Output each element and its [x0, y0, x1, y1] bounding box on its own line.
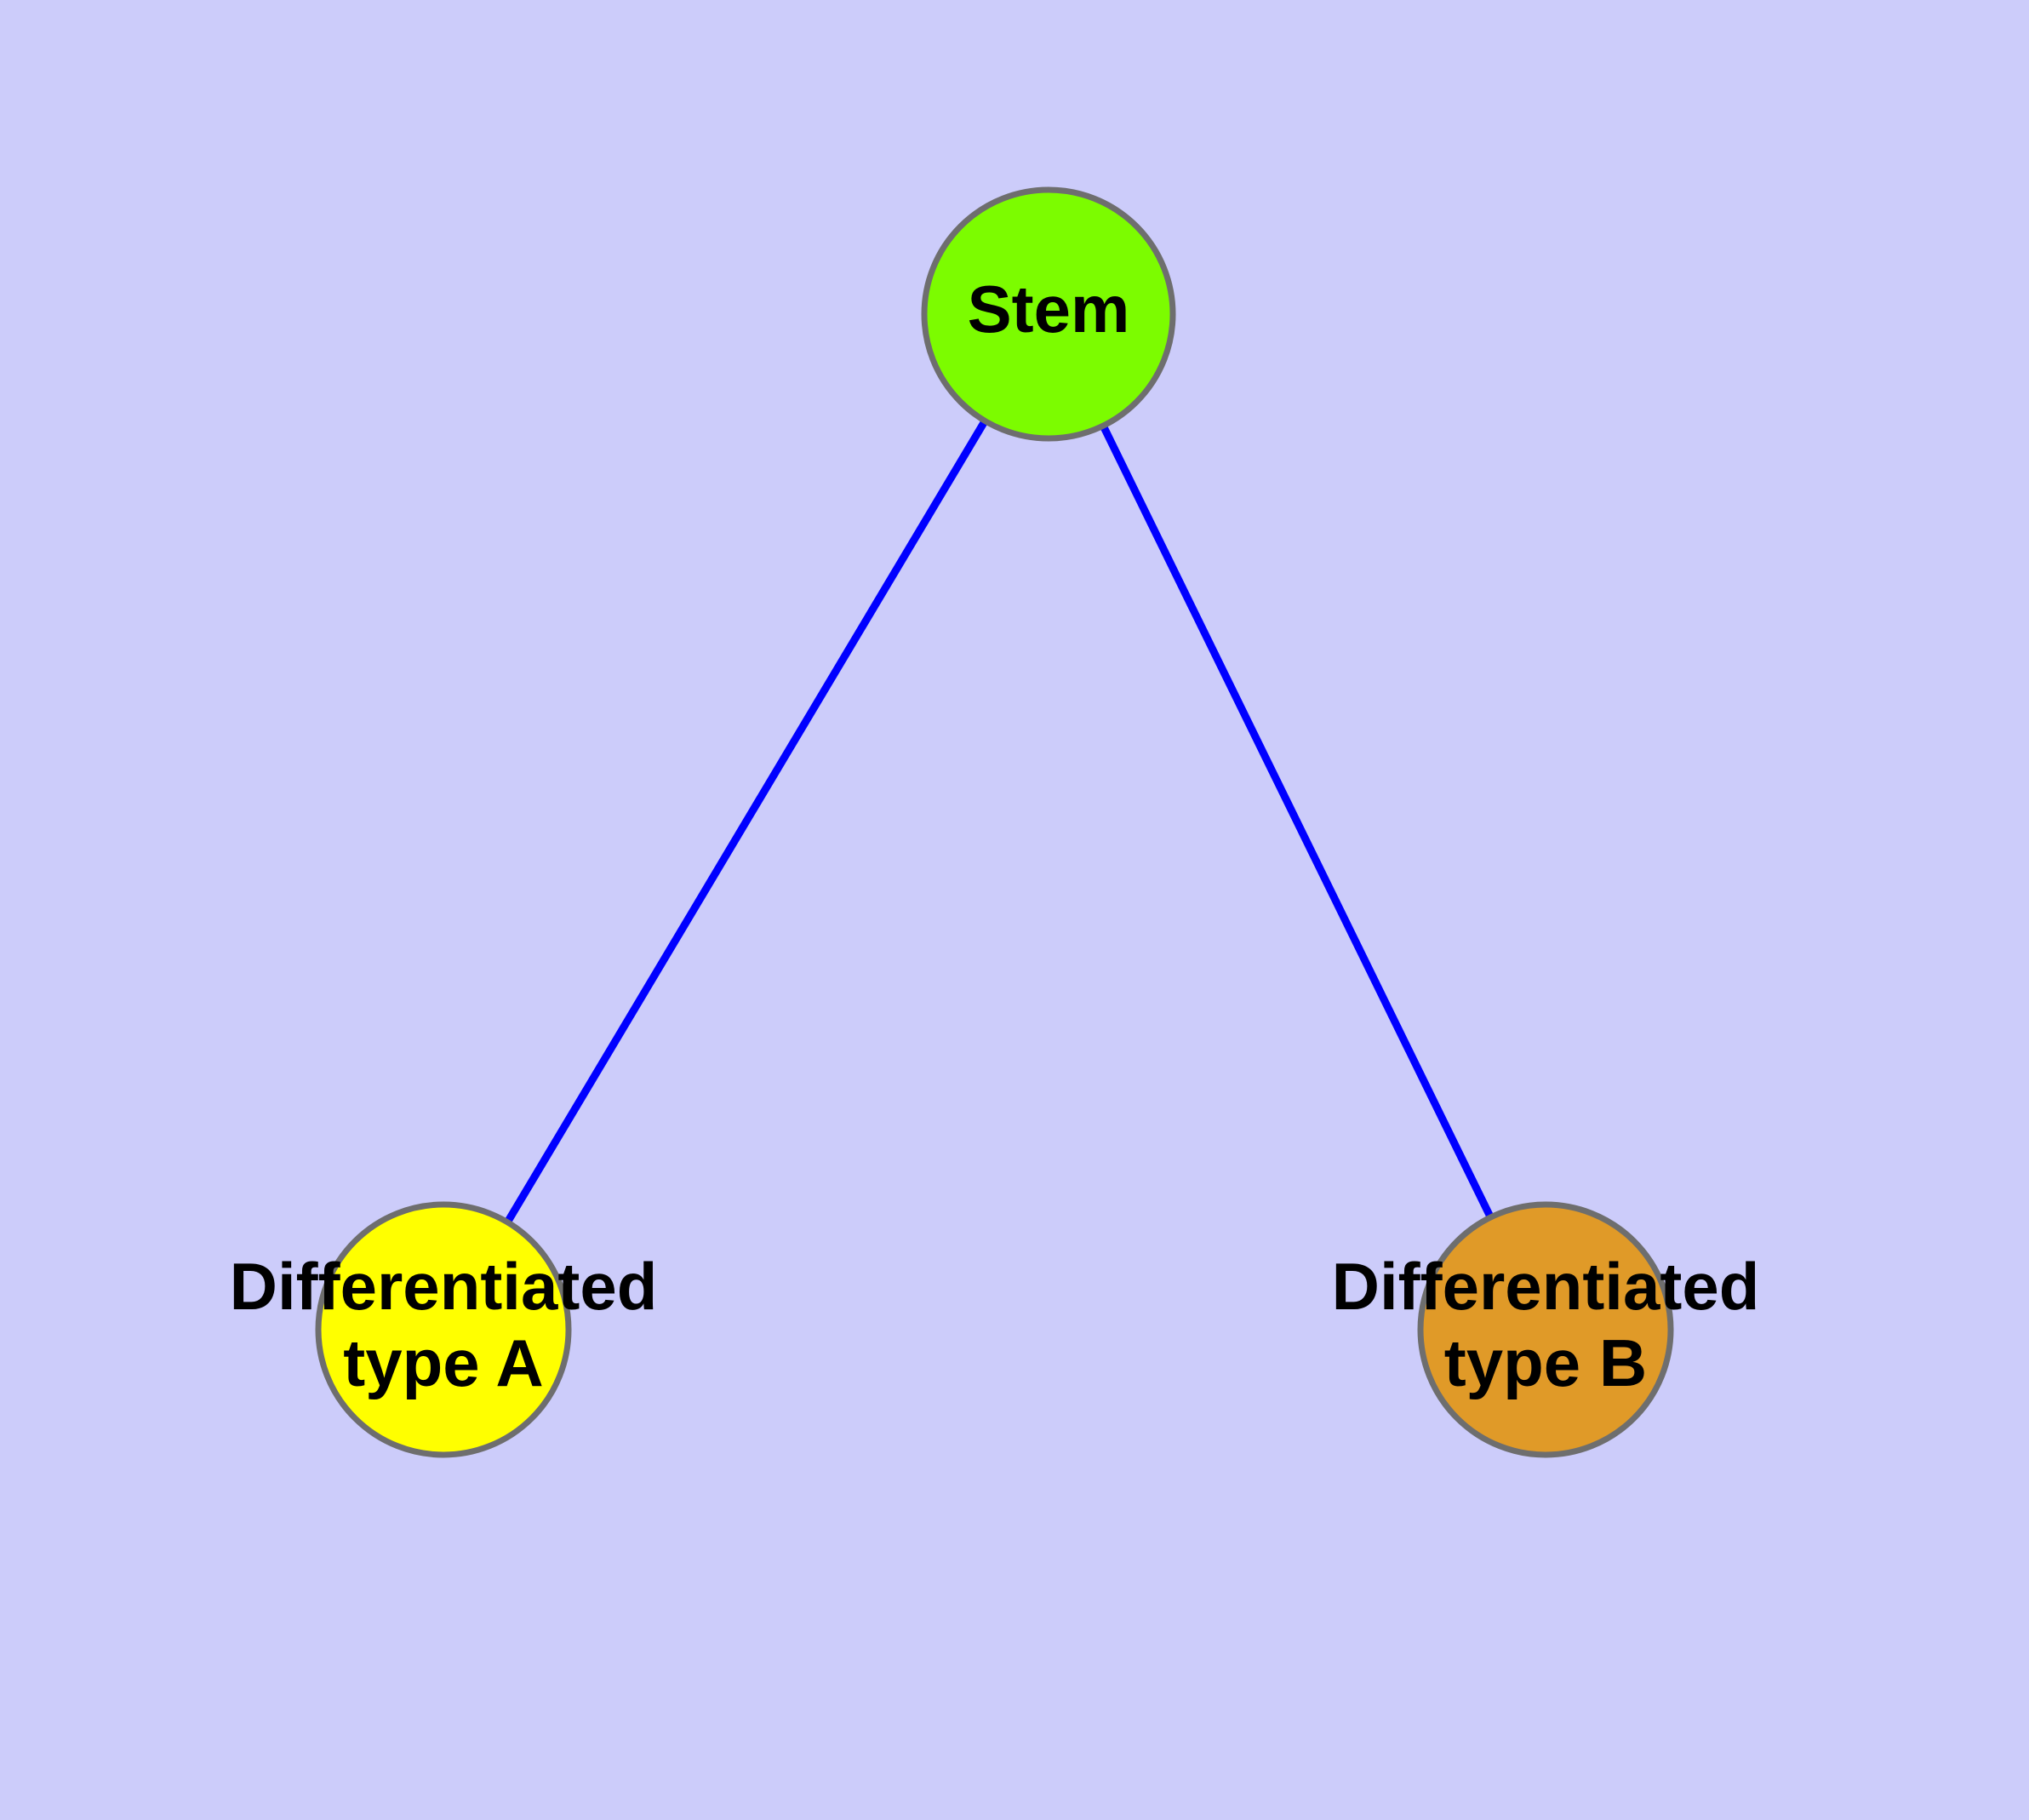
node-label-line: type A	[343, 1325, 544, 1400]
graph-node-stem[interactable]: Stem	[921, 186, 1176, 442]
node-circle-diff-b[interactable]	[1417, 1201, 1674, 1458]
node-label-stem: Stem	[968, 272, 1130, 346]
graph-edge[interactable]	[440, 312, 1052, 1332]
node-label-line: type B	[1444, 1325, 1647, 1400]
node-circle-stem[interactable]	[921, 186, 1176, 442]
node-circle-diff-a[interactable]	[315, 1201, 572, 1458]
node-label-line: Differentiated	[1332, 1248, 1760, 1323]
edge-layer	[440, 312, 1550, 1332]
graph-edge[interactable]	[1044, 312, 1550, 1331]
node-label-line: Stem	[968, 272, 1130, 346]
node-label-line: Differentiated	[230, 1248, 658, 1323]
